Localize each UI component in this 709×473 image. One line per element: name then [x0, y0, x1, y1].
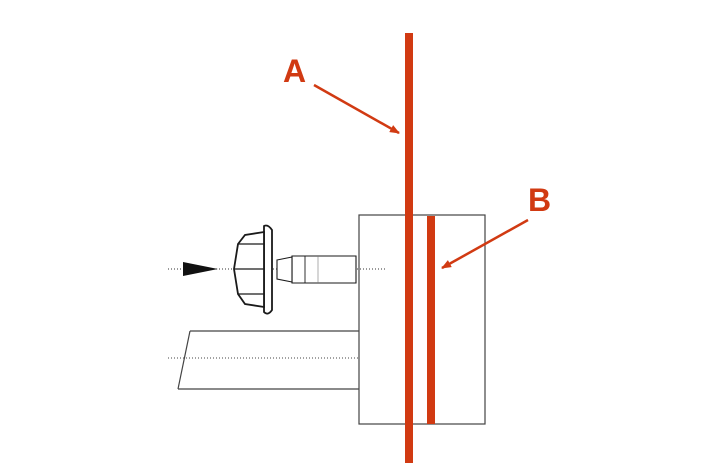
mounting-block	[358, 214, 486, 425]
bracket-bar	[177, 330, 359, 390]
callout-a-leader	[313, 83, 400, 135]
callout-a-label: A	[283, 53, 306, 89]
flange-bolt-icon	[233, 224, 357, 315]
insertion-arrow-icon	[183, 262, 218, 276]
callout-b-leader	[441, 218, 529, 270]
component-a-bar	[405, 33, 413, 463]
callout-b-label: B	[528, 182, 551, 218]
component-b-bar	[427, 216, 435, 424]
